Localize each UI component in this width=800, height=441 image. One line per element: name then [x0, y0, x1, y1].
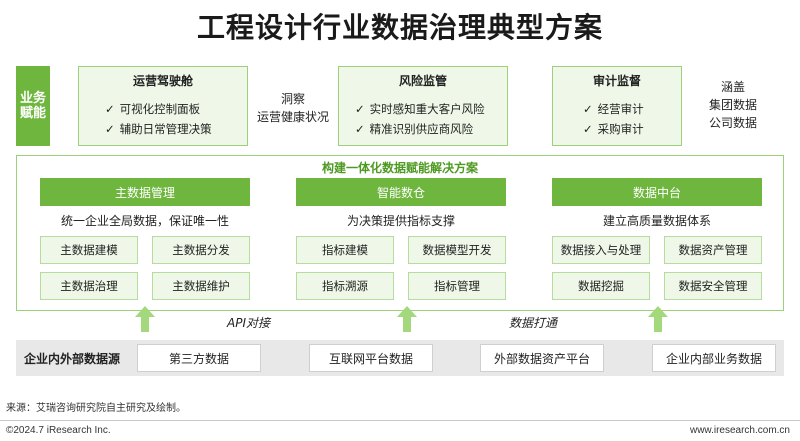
data-platform-cell: 数据资产管理: [664, 236, 762, 264]
audit-box: 审计监督 ✓经营审计 ✓采购审计: [552, 66, 682, 146]
check-icon: ✓: [583, 122, 593, 136]
up-arrow-icon: [397, 306, 417, 332]
check-icon: ✓: [105, 102, 115, 116]
master-data-cell: 主数据治理: [40, 272, 138, 300]
master-data-desc: 统一企业全局数据，保证唯一性: [60, 214, 229, 228]
risk-monitor-header: 风险监管: [398, 74, 447, 88]
source-item: 互联网平台数据: [309, 344, 433, 372]
master-data-cell: 主数据建模: [40, 236, 138, 264]
smart-warehouse-desc: 为决策提供指标支撑: [346, 214, 455, 228]
source-item: 企业内部业务数据: [652, 344, 776, 372]
website-link[interactable]: www.iresearch.com.cn: [689, 425, 790, 436]
list-item: ✓采购审计: [583, 122, 644, 136]
footer-divider: [0, 420, 800, 421]
smart-warehouse-header: 智能数仓: [296, 178, 506, 206]
data-sources-label: 企业内外部数据源: [24, 352, 121, 366]
api-connection-label: API对接: [227, 316, 270, 330]
insight-note: 洞察 运营健康状况: [256, 92, 329, 124]
smart-warehouse-cell: 指标建模: [296, 236, 394, 264]
data-platform-desc: 建立高质量数据体系: [602, 214, 711, 228]
data-connection-label: 数据打通: [509, 316, 558, 330]
ops-cockpit-box: 运营驾驶舱 ✓可视化控制面板 ✓辅助日常管理决策: [78, 66, 248, 146]
source-item: 外部数据资产平台: [480, 344, 604, 372]
up-arrow-icon: [648, 306, 668, 332]
check-icon: ✓: [105, 122, 115, 136]
check-icon: ✓: [355, 122, 365, 136]
list-item: ✓精准识别供应商风险: [355, 122, 474, 136]
master-data-header: 主数据管理: [40, 178, 250, 206]
source-item: 第三方数据: [137, 344, 261, 372]
solution-title: 构建一体化数据赋能解决方案: [321, 161, 478, 175]
master-data-cell: 主数据分发: [152, 236, 250, 264]
data-platform-cell: 数据安全管理: [664, 272, 762, 300]
list-item: ✓辅助日常管理决策: [105, 122, 212, 136]
list-item: ✓实时感知重大客户风险: [355, 102, 485, 116]
smart-warehouse-cell: 指标管理: [408, 272, 506, 300]
smart-warehouse-cell: 数据模型开发: [408, 236, 506, 264]
data-platform-cell: 数据接入与处理: [552, 236, 650, 264]
page-title: 工程设计行业数据治理典型方案: [196, 11, 603, 44]
list-item: ✓经营审计: [583, 102, 644, 116]
check-icon: ✓: [583, 102, 593, 116]
coverage-note: 涵盖 集团数据 公司数据: [708, 80, 757, 130]
smart-warehouse-cell: 指标溯源: [296, 272, 394, 300]
list-item: ✓可视化控制面板: [105, 102, 201, 116]
data-platform-header: 数据中台: [552, 178, 762, 206]
master-data-cell: 主数据维护: [152, 272, 250, 300]
source-footnote: 来源：艾瑞咨询研究院自主研究及绘制。: [6, 403, 186, 414]
check-icon: ✓: [355, 102, 365, 116]
copyright-text: ©2024.7 iResearch Inc.: [6, 425, 111, 436]
up-arrow-icon: [135, 306, 155, 332]
audit-header: 审计监督: [592, 74, 641, 88]
ops-cockpit-header: 运营驾驶舱: [132, 74, 193, 88]
data-platform-cell: 数据挖掘: [552, 272, 650, 300]
risk-monitor-box: 风险监管 ✓实时感知重大客户风险 ✓精准识别供应商风险: [338, 66, 508, 146]
business-enablement-label: 业务赋能: [16, 66, 50, 146]
